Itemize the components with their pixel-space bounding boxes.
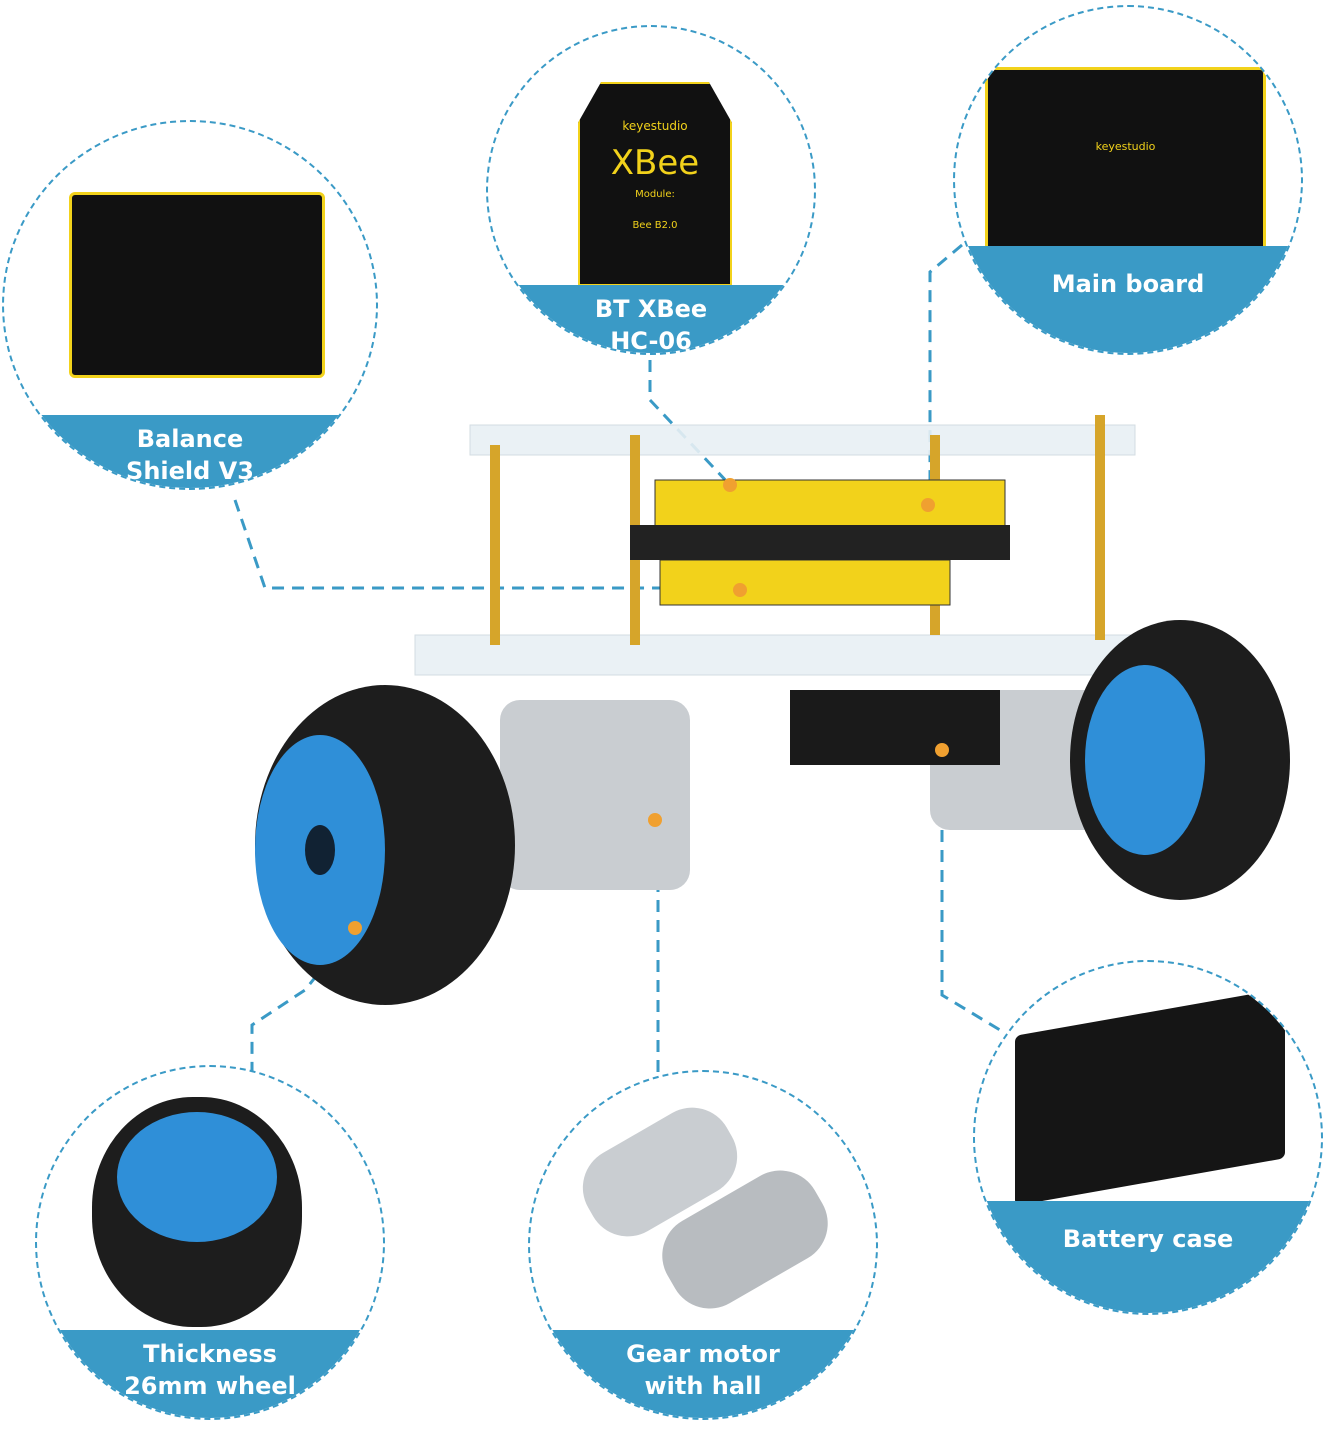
xbee-module-image: keyestudio XBee Module: Bee B2.0 [578, 82, 732, 286]
connector-main-board [928, 243, 963, 505]
battery-case-image [1015, 988, 1285, 1206]
connector-xbee [648, 360, 732, 487]
callout-bt-xbee: keyestudio XBee Module: Bee B2.0 BT XBee… [486, 25, 816, 355]
wheel-hub-image [117, 1112, 277, 1242]
label-battery-case: Battery case [975, 1201, 1321, 1313]
main-board-image: keyestudio [985, 67, 1266, 263]
callout-battery-case: Battery case [973, 960, 1323, 1315]
connector-balance-shield [233, 499, 740, 590]
balance-shield-image [69, 192, 325, 378]
connector-battery [940, 750, 1001, 1032]
label-main-board: Main board [955, 246, 1301, 353]
connector-wheel [250, 927, 357, 1080]
robot-car-illustration [255, 415, 1290, 1005]
callout-main-board: keyestudio Main board [953, 5, 1303, 355]
marker-dots [348, 478, 949, 935]
